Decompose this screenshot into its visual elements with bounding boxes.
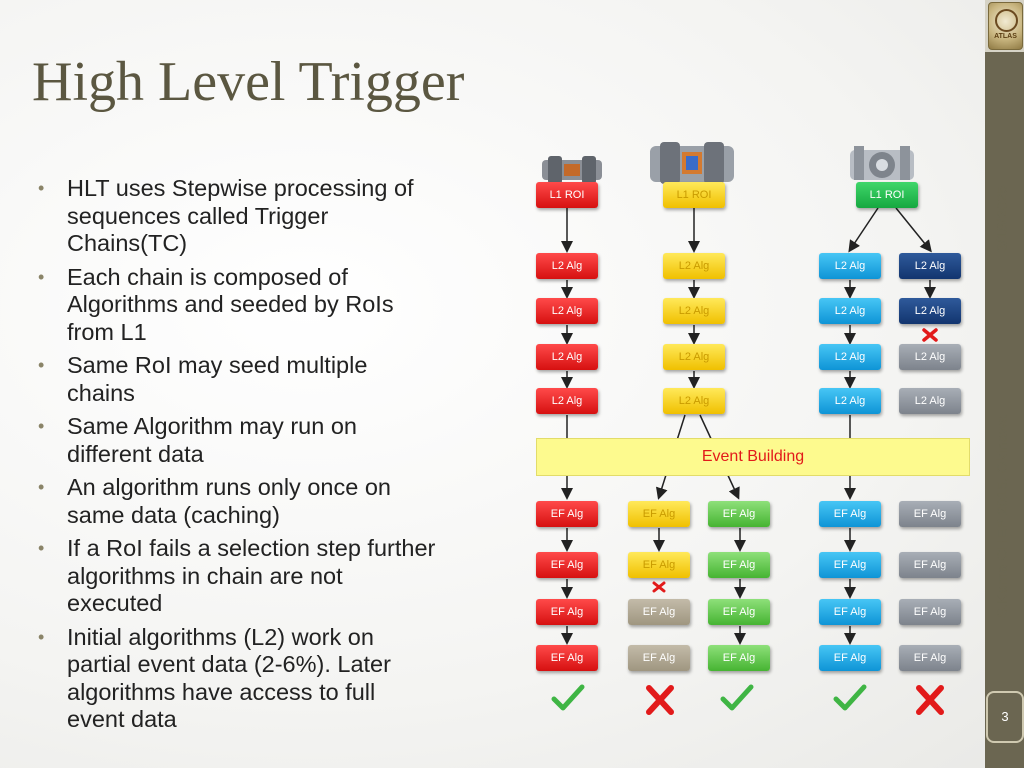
bullet-list: HLT uses Stepwise processing of sequence… (38, 175, 438, 740)
detector-image-1 (542, 156, 602, 184)
l2-alg-box: L2 Alg (819, 344, 881, 370)
pass-check-icon (551, 684, 585, 711)
ef-alg-box: EF Alg (628, 501, 690, 527)
bullet-item: Same RoI may seed multiple chains (38, 352, 438, 407)
sidebar (985, 52, 1024, 768)
logo-text: ATLAS (994, 33, 1017, 40)
ef-alg-box: EF Alg (899, 645, 961, 671)
ef-alg-box: EF Alg (628, 599, 690, 625)
l2-alg-box: L2 Alg (899, 344, 961, 370)
ef-alg-box: EF Alg (819, 552, 881, 578)
l2-alg-box: L2 Alg (663, 388, 725, 414)
l2-alg-box: L2 Alg (899, 388, 961, 414)
l1-roi-box: L1 ROI (663, 182, 725, 208)
l2-alg-box: L2 Alg (663, 298, 725, 324)
fail-mark-small-icon (652, 581, 666, 593)
event-building-bar: Event Building (536, 438, 970, 476)
ef-alg-box: EF Alg (628, 552, 690, 578)
ef-alg-box: EF Alg (899, 501, 961, 527)
l2-alg-box: L2 Alg (536, 388, 598, 414)
bullet-item: Same Algorithm may run on different data (38, 413, 438, 468)
ef-alg-box: EF Alg (819, 501, 881, 527)
slide-title: High Level Trigger (32, 51, 465, 113)
bullet-item: Each chain is composed of Algorithms and… (38, 264, 438, 347)
l2-alg-box: L2 Alg (819, 253, 881, 279)
ef-alg-box: EF Alg (819, 645, 881, 671)
ef-alg-box: EF Alg (536, 599, 598, 625)
detector-image-3 (850, 146, 914, 180)
detector-image-2 (650, 142, 734, 184)
l2-alg-box: L2 Alg (899, 253, 961, 279)
l1-roi-box: L1 ROI (856, 182, 918, 208)
pass-check-icon (720, 684, 754, 711)
ef-alg-box: EF Alg (536, 501, 598, 527)
atlas-logo: ATLAS (988, 2, 1023, 50)
l2-alg-box: L2 Alg (663, 344, 725, 370)
l2-alg-box: L2 Alg (663, 253, 725, 279)
ef-alg-box: EF Alg (708, 552, 770, 578)
bullet-item: HLT uses Stepwise processing of sequence… (38, 175, 438, 258)
bullet-item: Initial algorithms (L2) work on partial … (38, 624, 438, 734)
ef-alg-box: EF Alg (628, 645, 690, 671)
l2-alg-box: L2 Alg (819, 298, 881, 324)
ef-alg-box: EF Alg (536, 645, 598, 671)
ef-alg-box: EF Alg (708, 501, 770, 527)
ef-alg-box: EF Alg (536, 552, 598, 578)
pass-check-icon (833, 684, 867, 711)
l2-alg-box: L2 Alg (819, 388, 881, 414)
bullet-item: An algorithm runs only once on same data… (38, 474, 438, 529)
fail-mark-small-icon (922, 328, 938, 342)
bullet-item: If a RoI fails a selection step further … (38, 535, 438, 618)
ef-alg-box: EF Alg (708, 645, 770, 671)
ef-alg-box: EF Alg (899, 599, 961, 625)
fail-cross-icon (916, 685, 944, 715)
l2-alg-box: L2 Alg (536, 344, 598, 370)
l1-roi-box: L1 ROI (536, 182, 598, 208)
l2-alg-box: L2 Alg (899, 298, 961, 324)
l2-alg-box: L2 Alg (536, 298, 598, 324)
logo-ring-icon (995, 9, 1018, 32)
l2-alg-box: L2 Alg (536, 253, 598, 279)
ef-alg-box: EF Alg (819, 599, 881, 625)
ef-alg-box: EF Alg (708, 599, 770, 625)
page-number: 3 (986, 691, 1024, 743)
ef-alg-box: EF Alg (899, 552, 961, 578)
fail-cross-icon (646, 685, 674, 715)
